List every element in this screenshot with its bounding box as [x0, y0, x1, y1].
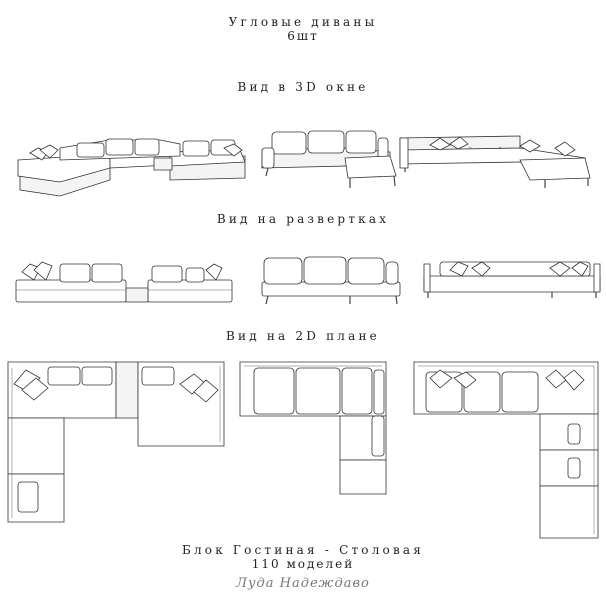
sofa-plan-1: [8, 362, 224, 522]
sofa-elevation-3: [424, 262, 600, 298]
sofa-3d-2: [262, 131, 396, 188]
sofa-elevation-1: [16, 262, 232, 302]
sofa-3d-1: [18, 139, 245, 196]
section-heading-elevation: Вид на развертках: [216, 212, 390, 226]
page-title: Угловые диваны: [228, 15, 378, 29]
sofa-plan-3: [414, 362, 598, 538]
model-count: 110 моделей: [251, 557, 355, 571]
sofa-3d-3: [400, 136, 590, 188]
sofa-plan-2: [240, 362, 386, 494]
item-count: 6шт: [287, 29, 319, 43]
collection-block-label: Блок Гостиная - Столовая: [181, 543, 425, 557]
section-heading-3d: Вид в 3D окне: [237, 80, 369, 94]
author-signature: Луда Надеждаво: [236, 576, 370, 591]
sofa-elevation-2: [262, 257, 400, 304]
section-heading-plan: Вид на 2D плане: [226, 329, 380, 343]
